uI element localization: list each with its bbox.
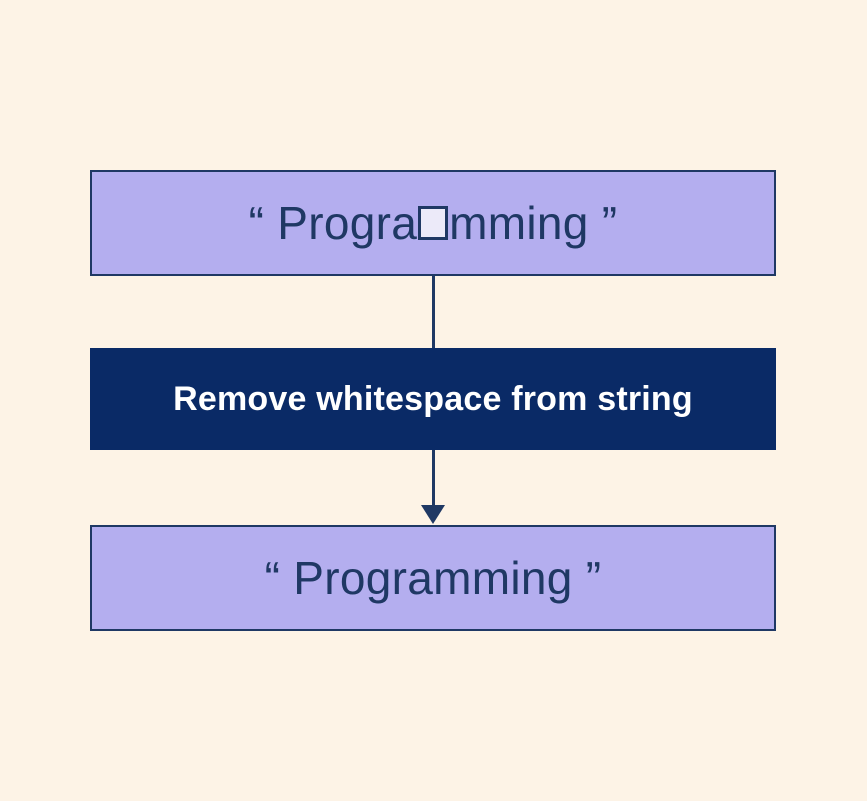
process-label: Remove whitespace from string — [173, 379, 693, 418]
connector-input-to-process — [432, 276, 435, 348]
output-string-box: “ Programming ” — [90, 525, 776, 631]
whitespace-marker-icon — [418, 206, 449, 240]
input-text-after: mming ” — [449, 197, 618, 249]
output-label: “ Programming ” — [264, 552, 602, 604]
arrowhead-icon — [421, 505, 445, 524]
process-box: Remove whitespace from string — [90, 348, 776, 450]
connector-process-to-output — [432, 450, 435, 507]
input-text-before: “ Progra — [248, 197, 418, 249]
input-string-box: “ Progra mming ” — [90, 170, 776, 276]
